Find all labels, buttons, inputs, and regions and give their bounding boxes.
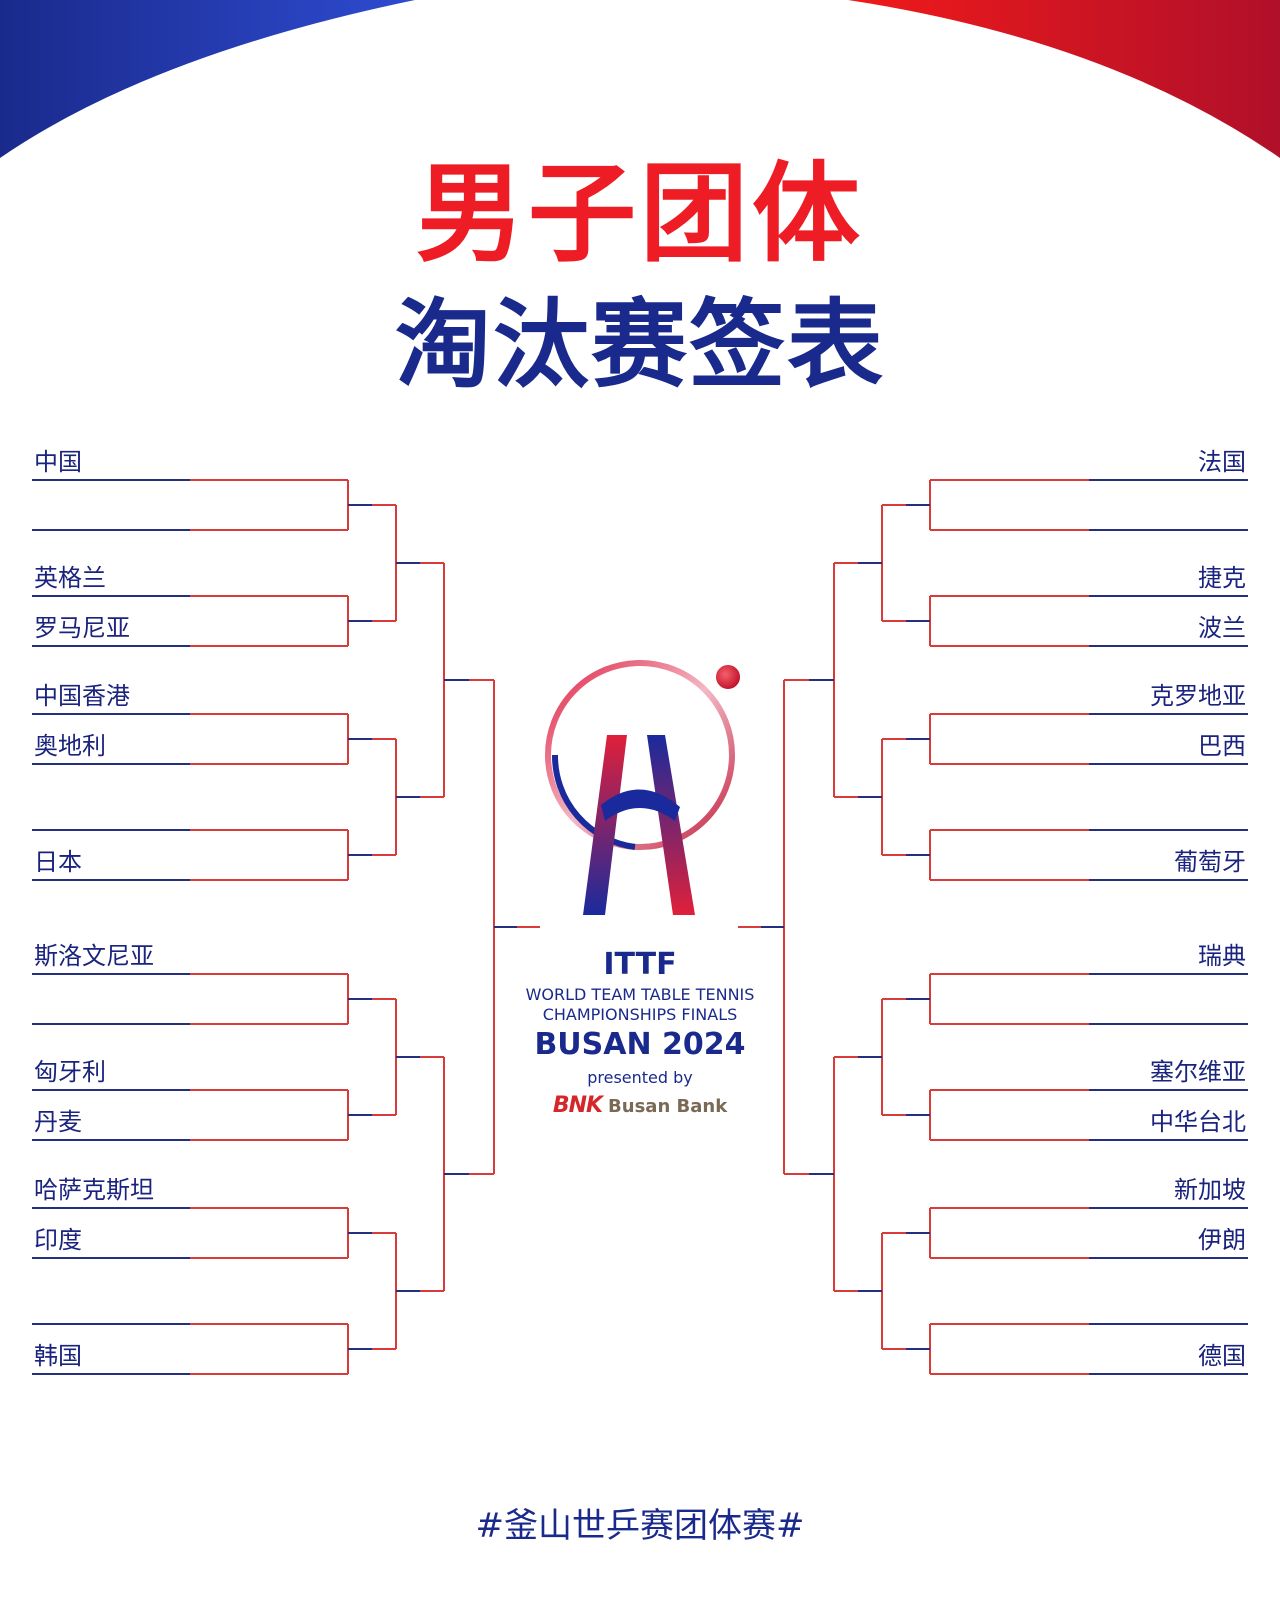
top-banner-graphic [0,0,1280,158]
team-name: 中国香港 [34,682,130,710]
team-name: 奥地利 [34,732,106,760]
page-subtitle: 淘汰赛签表 [395,289,885,401]
team-name: 德国 [1198,1342,1246,1370]
team-name: 匈牙利 [34,1058,106,1086]
team-name: 英格兰 [34,564,106,592]
team-name: 瑞典 [1198,942,1246,970]
logo-org: ITTF [603,947,677,982]
team-name: 波兰 [1198,614,1246,642]
ittf-busan-logo: ITTF WORLD TEAM TABLE TENNIS CHAMPIONSHI… [515,655,765,1125]
team-name: 塞尔维亚 [1150,1058,1246,1086]
team-name: 哈萨克斯坦 [34,1176,154,1204]
logo-line1: WORLD TEAM TABLE TENNIS [525,985,755,1004]
team-name: 法国 [1198,448,1246,476]
team-name: 葡萄牙 [1174,848,1246,876]
team-name: 捷克 [1198,564,1246,592]
team-name: 罗马尼亚 [34,614,130,642]
team-name: 克罗地亚 [1150,682,1246,710]
team-name: 韩国 [34,1342,82,1370]
team-name: 伊朗 [1198,1226,1246,1254]
logo-presented-by: presented by [587,1068,693,1087]
team-name: 新加坡 [1174,1176,1246,1204]
team-name: 巴西 [1198,732,1246,760]
sponsor-name: Busan Bank [608,1096,728,1117]
footer-hashtag: #釜山世乒赛团体赛# [475,1506,805,1546]
team-name: 印度 [34,1226,82,1254]
team-name: 中华台北 [1150,1108,1246,1136]
page-title: 男子团体 [415,152,864,277]
logo-city-year: BUSAN 2024 [534,1027,746,1062]
logo-line2: CHAMPIONSHIPS FINALS [542,1005,738,1024]
team-name: 斯洛文尼亚 [34,942,154,970]
team-name: 日本 [34,848,82,876]
team-name: 丹麦 [34,1108,82,1136]
ittf-emblem-icon [545,660,742,915]
sponsor-mark: BNK [552,1093,603,1118]
team-name: 中国 [34,448,82,476]
